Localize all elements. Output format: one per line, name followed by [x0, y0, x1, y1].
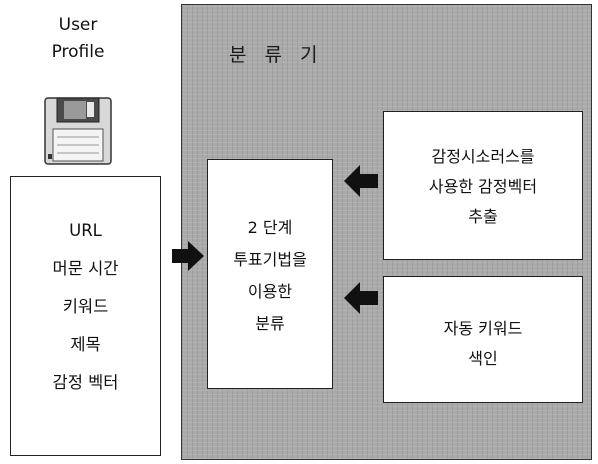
profile-item-title: 제목: [70, 335, 101, 354]
arrow-right-icon: [172, 241, 204, 271]
index-node-line: 색인: [468, 349, 498, 368]
arrow-left-icon: [344, 165, 378, 197]
classify-node-line: 투표기법을: [233, 250, 307, 269]
keyword-indexing-node: 자동 키워드 색인: [383, 276, 583, 403]
classify-node-line: 이용한: [247, 282, 293, 301]
user-profile-list: URL 머문 시간 키워드 제목 감정 벡터: [11, 212, 160, 402]
classify-node: 2 단계 투표기법을 이용한 분류: [207, 159, 333, 389]
extract-node-line: 감정시소러스를: [431, 147, 535, 166]
extract-node-line: 사용한 감정벡터: [428, 177, 538, 196]
classify-node-line: 분류: [255, 314, 285, 333]
user-profile-title-line: Profile: [51, 42, 105, 62]
floppy-disk-icon: [44, 97, 112, 165]
user-profile-title: User Profile: [30, 12, 126, 66]
profile-item-dwell-time: 머문 시간: [52, 259, 119, 278]
arrow-left-icon: [344, 282, 378, 314]
profile-item-keyword: 키워드: [62, 297, 109, 316]
profile-item-url: URL: [69, 221, 102, 240]
profile-item-emotion-vector: 감정 벡터: [52, 373, 119, 392]
classify-node-line: 2 단계: [247, 218, 293, 237]
emotion-vector-extraction-node: 감정시소러스를 사용한 감정벡터 추출: [383, 111, 583, 260]
extract-node-line: 추출: [468, 207, 498, 226]
user-profile-title-line: User: [58, 15, 98, 35]
user-profile-box: URL 머문 시간 키워드 제목 감정 벡터: [10, 176, 161, 456]
index-node-line: 자동 키워드: [443, 319, 523, 338]
classifier-title: 분 류 기: [229, 44, 324, 66]
